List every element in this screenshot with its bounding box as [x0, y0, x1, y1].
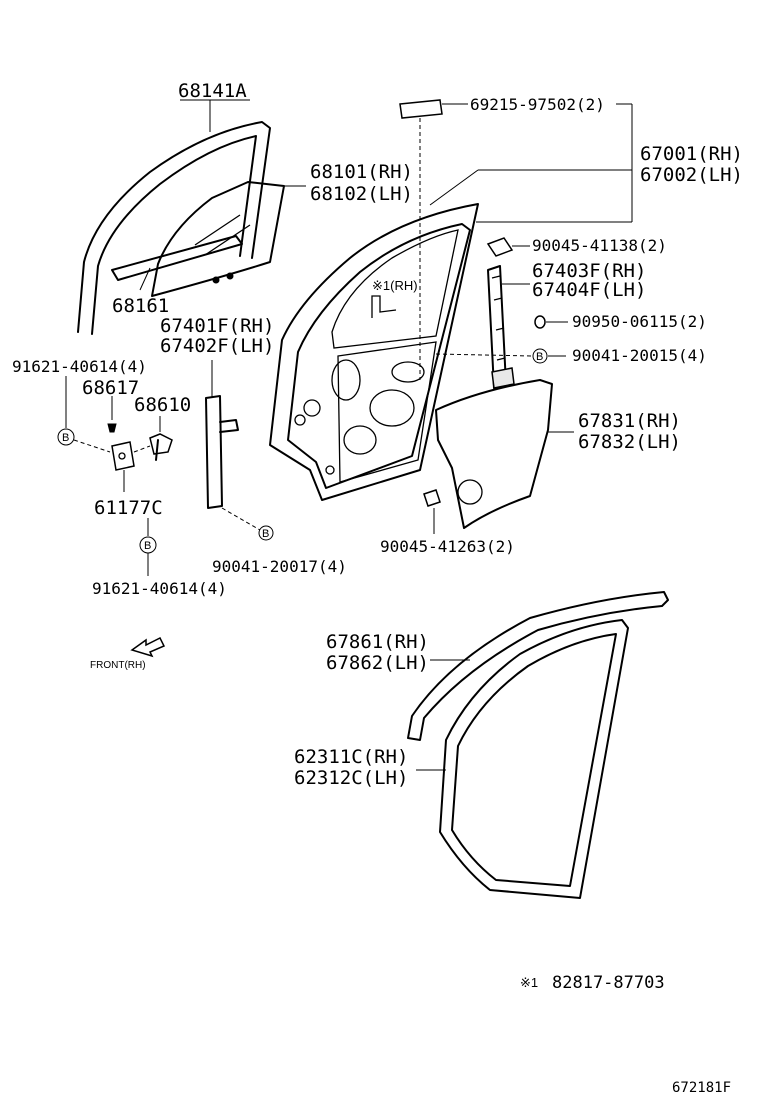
- label-91621-40614-bottom: 91621-40614(4): [92, 579, 227, 598]
- label-67402f-lh: 67402F(LH): [160, 335, 274, 357]
- label-68101-rh: 68101(RH): [310, 161, 413, 183]
- footnote-part-number: 82817-87703: [552, 973, 665, 993]
- service-hole-cover-67831: [435, 379, 574, 529]
- callout-letter: B: [262, 528, 269, 540]
- rear-lower-frame-67401f: B: [205, 360, 274, 541]
- label-67401f-rh: 67401F(RH): [160, 315, 274, 337]
- hinge-assembly: B B: [57, 376, 173, 576]
- label-90045-41263: 90045-41263(2): [380, 537, 515, 556]
- label-90041-20015: 90041-20015(4): [572, 346, 707, 365]
- label-67831-rh: 67831(RH): [578, 410, 681, 432]
- grommet-90950: [534, 315, 568, 329]
- footnote-mark: ※1: [520, 975, 538, 990]
- label-68161: 68161: [112, 295, 169, 317]
- label-67862-lh: 67862(LH): [326, 652, 429, 674]
- window-regulator-67403f: [487, 265, 530, 389]
- label-67002-lh: 67002(LH): [640, 164, 743, 186]
- callout-letter: B: [62, 432, 69, 444]
- label-68102-lh: 68102(LH): [310, 183, 413, 205]
- pad-69215: [399, 99, 468, 380]
- label-front-rh: FRONT(RH): [90, 660, 146, 671]
- label-67001-rh: 67001(RH): [640, 143, 743, 165]
- label-62312c-lh: 62312C(LH): [294, 767, 408, 789]
- label-62311c-rh: 62311C(RH): [294, 746, 408, 768]
- label-90041-20017: 90041-20017(4): [212, 557, 347, 576]
- clip-90045-41263: [423, 489, 441, 534]
- label-67404f-lh: 67404F(LH): [532, 279, 646, 301]
- label-61177c: 61177C: [94, 497, 163, 519]
- clip-90045-41138: [486, 237, 530, 257]
- door-panel-67001: [269, 103, 633, 501]
- weatherstrip-67861: [407, 591, 669, 741]
- label-90950-06115: 90950-06115(2): [572, 312, 707, 331]
- door-glass-68101: [111, 181, 306, 297]
- label-91621-40614-top: 91621-40614(4): [12, 357, 147, 376]
- label-note-rh: ※1(RH): [372, 278, 418, 293]
- label-68141a: 68141A: [178, 80, 247, 102]
- bolt-90041-20015: B: [435, 348, 566, 364]
- label-69215-97502: 69215-97502(2): [470, 95, 605, 114]
- label-68610: 68610: [134, 394, 191, 416]
- callout-letter: B: [536, 351, 543, 363]
- glass-run-channel-68141a: [77, 99, 271, 335]
- figure-code: 672181F: [672, 1080, 731, 1096]
- label-67861-rh: 67861(RH): [326, 631, 429, 653]
- door-weatherstrip-62311c: [416, 619, 629, 899]
- callout-letter: B: [144, 540, 151, 552]
- label-67832-lh: 67832(LH): [578, 431, 681, 453]
- label-67403f-rh: 67403F(RH): [532, 260, 646, 282]
- label-90045-41138: 90045-41138(2): [532, 236, 667, 255]
- front-arrow-icon: [130, 636, 166, 658]
- label-68617: 68617: [82, 377, 139, 399]
